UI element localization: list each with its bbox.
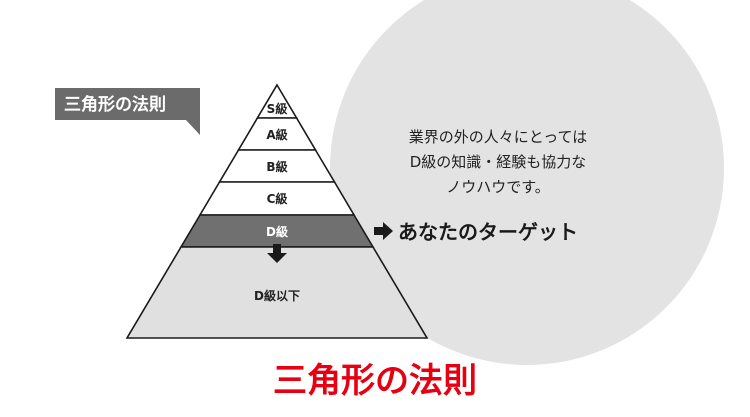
note-line-1: 業界の外の人々にとっては — [409, 128, 588, 146]
level-s: S級 — [267, 101, 288, 116]
level-b: B級 — [266, 159, 287, 174]
band-below-d — [125, 246, 429, 339]
level-a: A級 — [266, 127, 287, 142]
tag-label-box: 三角形の法則 — [55, 88, 200, 135]
right-arrow-icon — [374, 222, 393, 240]
pyramid — [125, 83, 429, 339]
note-line-3: ノウハウです。 — [446, 178, 550, 196]
level-below-d: D級以下 — [254, 288, 300, 303]
level-d: D級 — [266, 224, 288, 239]
main-title: 三角形の法則 — [273, 361, 477, 401]
down-arrow-icon — [267, 244, 287, 263]
note-line-2: D級の知識・経験も協力な — [410, 153, 587, 171]
target-label: あなたのターゲット — [398, 220, 578, 244]
level-c: C級 — [267, 191, 288, 206]
note-circle — [330, 0, 724, 365]
tag-label: 三角形の法則 — [64, 94, 166, 115]
